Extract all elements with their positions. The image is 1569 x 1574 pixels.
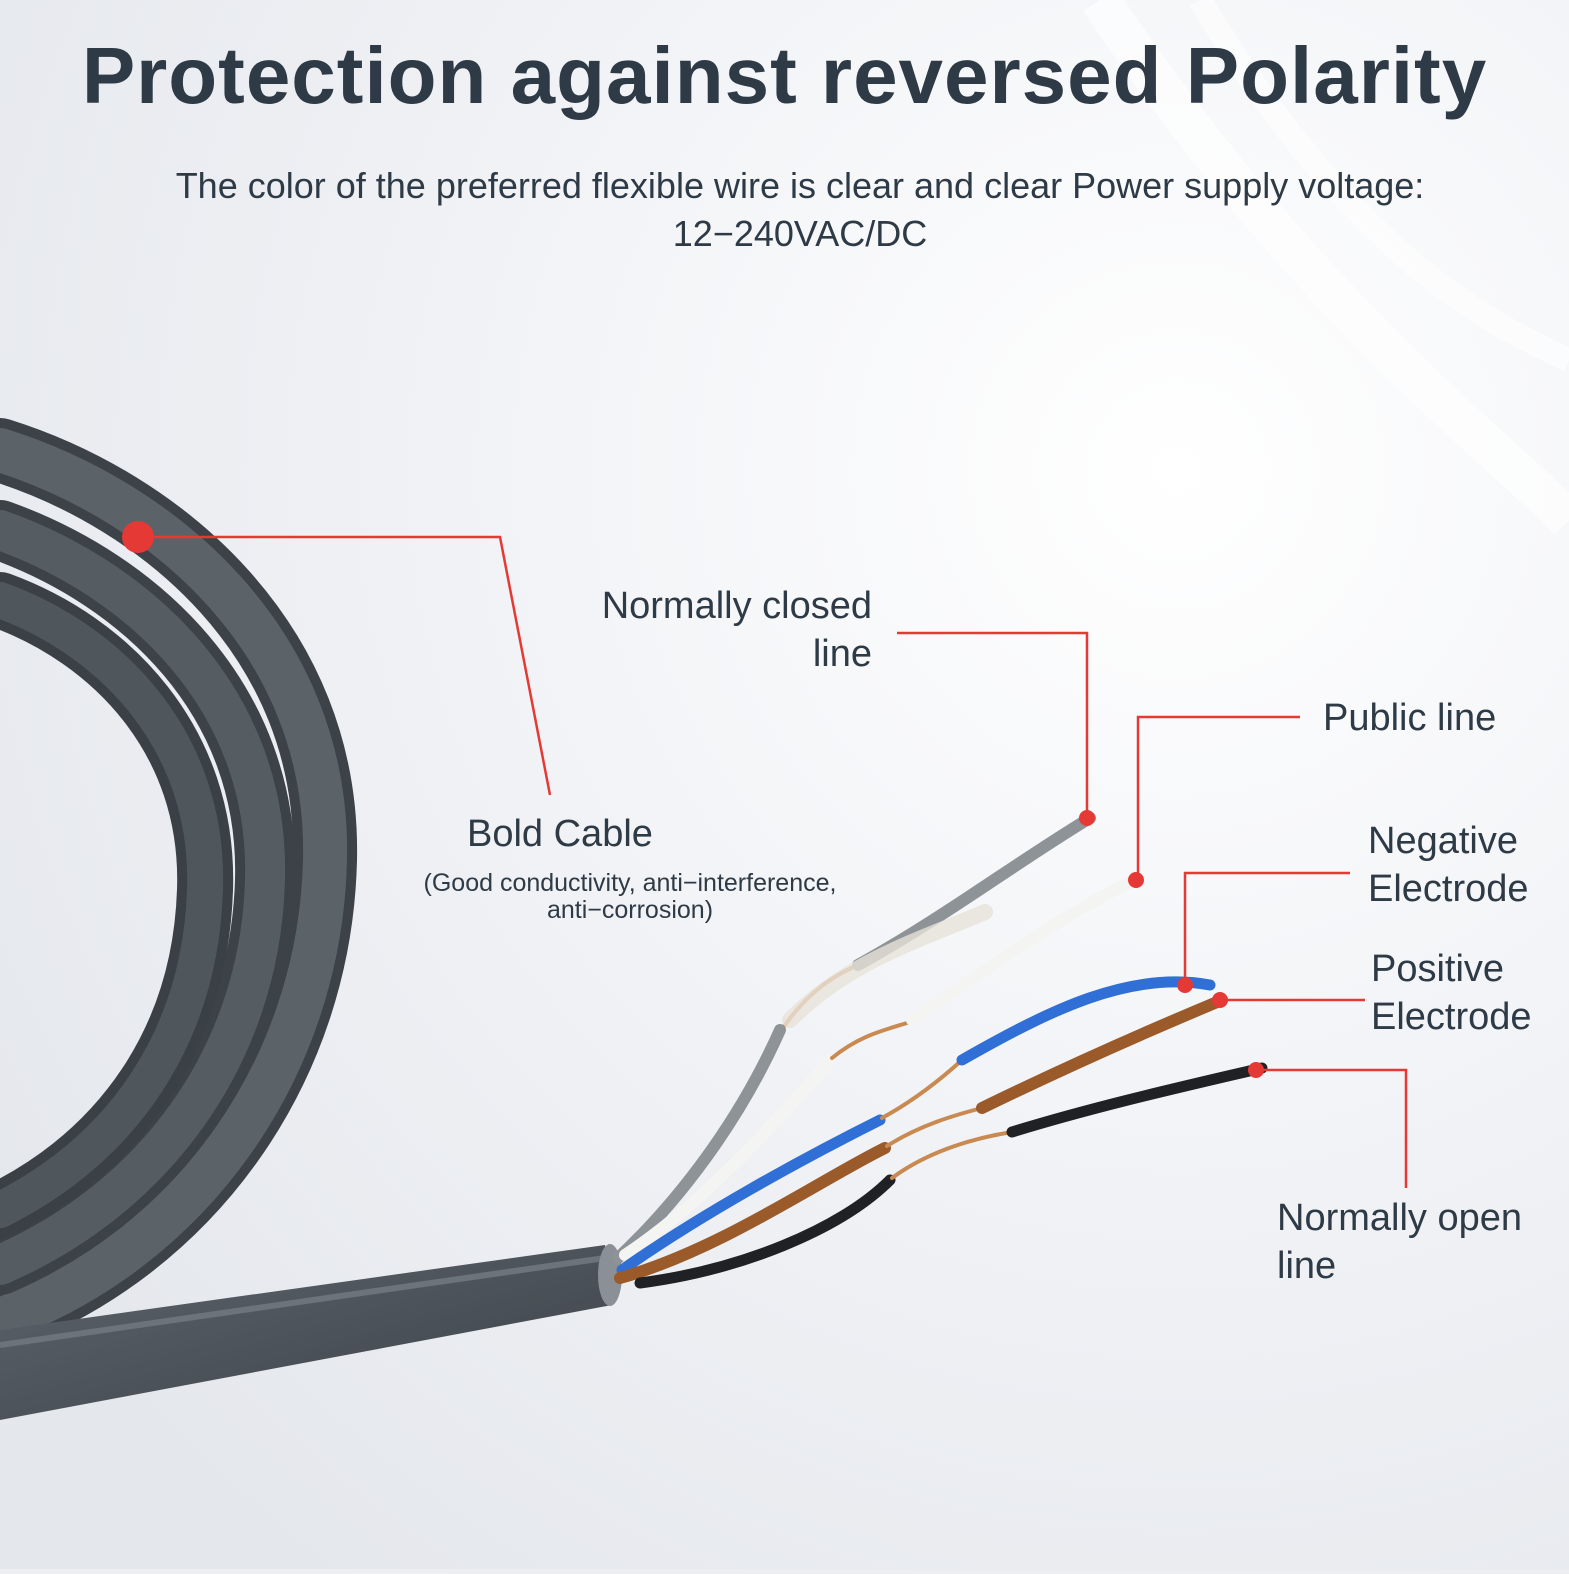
label-normally-open-line1: Normally open xyxy=(1277,1197,1522,1239)
wire-white-copper xyxy=(830,1020,912,1060)
callout-line-negative xyxy=(1183,871,1350,985)
callout-dot-negative xyxy=(1177,977,1193,993)
page-subtitle: The color of the preferred flexible wire… xyxy=(175,165,1425,254)
page-title: Protection against reversed Polarity xyxy=(81,31,1488,120)
callout-dot-normally-closed xyxy=(1079,810,1095,826)
background-sheen xyxy=(1189,0,1569,371)
wire-black-end xyxy=(1006,1062,1268,1138)
background-sheen xyxy=(1083,0,1569,535)
wire-brown-copper xyxy=(885,1106,984,1148)
label-negative-line1: Negative xyxy=(1368,820,1518,862)
callout-line-public xyxy=(1136,715,1300,880)
callout-dot-positive xyxy=(1212,992,1228,1008)
label-normally-closed-line1: Normally closed xyxy=(601,585,872,627)
label-normally-closed-line2: line xyxy=(812,633,872,675)
label-negative-line2: Electrode xyxy=(1368,868,1529,910)
label-normally-open-line2: line xyxy=(1277,1245,1337,1287)
label-positive-line2: Electrode xyxy=(1371,996,1532,1038)
wire-white-insulated xyxy=(619,1054,836,1261)
callout-dot-public xyxy=(1128,872,1144,888)
label-negative-electrode: Negative Electrode xyxy=(1368,817,1529,913)
label-public-line: Public line xyxy=(1323,697,1497,739)
cable-coil xyxy=(0,418,358,1352)
label-normally-closed: Normally closed line xyxy=(540,582,872,678)
callout-dot-normally-open xyxy=(1248,1062,1264,1078)
callout-dot-bold-cable xyxy=(122,521,154,553)
label-positive-electrode: Positive Electrode xyxy=(1371,945,1532,1041)
label-bold-cable: Bold Cable xyxy=(467,813,653,855)
filler-strands xyxy=(782,904,993,1028)
callout-line-normally-closed xyxy=(897,631,1089,818)
wire-brown-insulated xyxy=(614,1142,891,1284)
label-normally-open: Normally open line xyxy=(1277,1194,1522,1290)
wire-gray-insulated xyxy=(612,1024,786,1264)
wire-black-copper xyxy=(890,1130,1014,1180)
callout-line-normally-open xyxy=(1258,1068,1408,1188)
wire-black-insulated xyxy=(634,1174,896,1289)
label-bold-cable-note: (Good conductivity, anti−interference, a… xyxy=(423,869,837,924)
wire-blue-insulated xyxy=(616,1114,886,1276)
callout-line-bold-cable xyxy=(138,535,552,796)
wire-brown-end xyxy=(976,994,1228,1114)
label-positive-line1: Positive xyxy=(1371,948,1505,990)
wire-white-end xyxy=(906,874,1141,1026)
wire-blue-copper xyxy=(880,1058,964,1120)
